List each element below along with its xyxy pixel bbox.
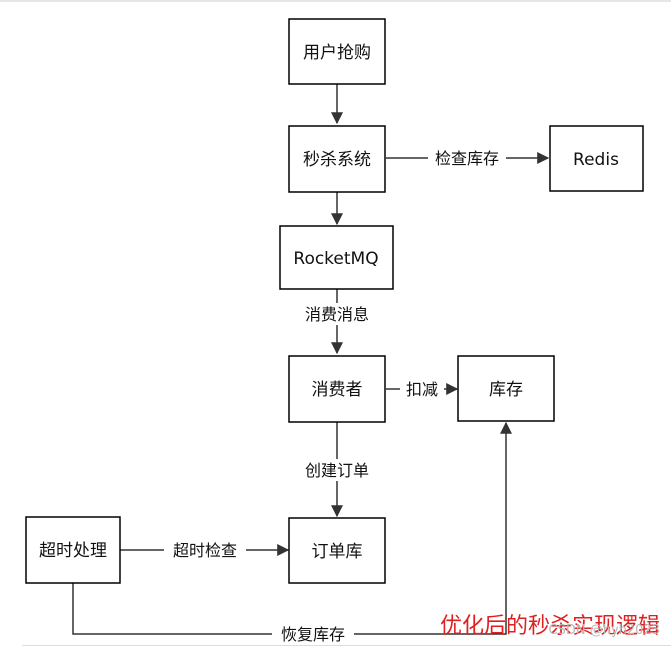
node-seckill-system-label: 秒杀系统 bbox=[303, 150, 371, 170]
edge-label-deduct: 扣减 bbox=[406, 380, 438, 399]
node-consumer: 消费者 bbox=[288, 355, 386, 423]
watermark: CSDN @hyh2023 bbox=[549, 623, 660, 638]
edge-labels: 检查库存 消费消息 扣减 创建订单 超时检查 恢复库存 bbox=[164, 147, 506, 645]
diagram-caption: 优化后的秒杀实现逻辑 bbox=[440, 614, 660, 639]
node-timeout-handler-label: 超时处理 bbox=[39, 541, 107, 561]
edge-label-restore-inventory: 恢复库存 bbox=[281, 625, 345, 644]
node-order-db: 订单库 bbox=[288, 517, 386, 584]
edge-label-create-order: 创建订单 bbox=[305, 461, 369, 480]
edge-label-check-inventory: 检查库存 bbox=[435, 149, 499, 168]
top-divider bbox=[0, 0, 671, 2]
edge-label-consume-message: 消费消息 bbox=[305, 305, 369, 324]
node-inventory: 库存 bbox=[457, 355, 555, 422]
edge-label-timeout-check: 超时检查 bbox=[173, 541, 237, 560]
bottom-divider bbox=[22, 645, 671, 646]
node-consumer-label: 消费者 bbox=[312, 380, 363, 400]
node-rocketmq-label: RocketMQ bbox=[293, 249, 378, 269]
node-rocketmq: RocketMQ bbox=[279, 225, 394, 290]
node-seckill-system: 秒杀系统 bbox=[288, 125, 386, 193]
node-user-purchase-label: 用户抢购 bbox=[303, 43, 371, 63]
node-redis: Redis bbox=[549, 125, 644, 192]
node-timeout-handler: 超时处理 bbox=[25, 516, 121, 584]
node-user-purchase: 用户抢购 bbox=[288, 18, 386, 85]
node-order-db-label: 订单库 bbox=[312, 542, 363, 562]
node-redis-label: Redis bbox=[573, 150, 619, 170]
node-inventory-label: 库存 bbox=[489, 380, 523, 400]
